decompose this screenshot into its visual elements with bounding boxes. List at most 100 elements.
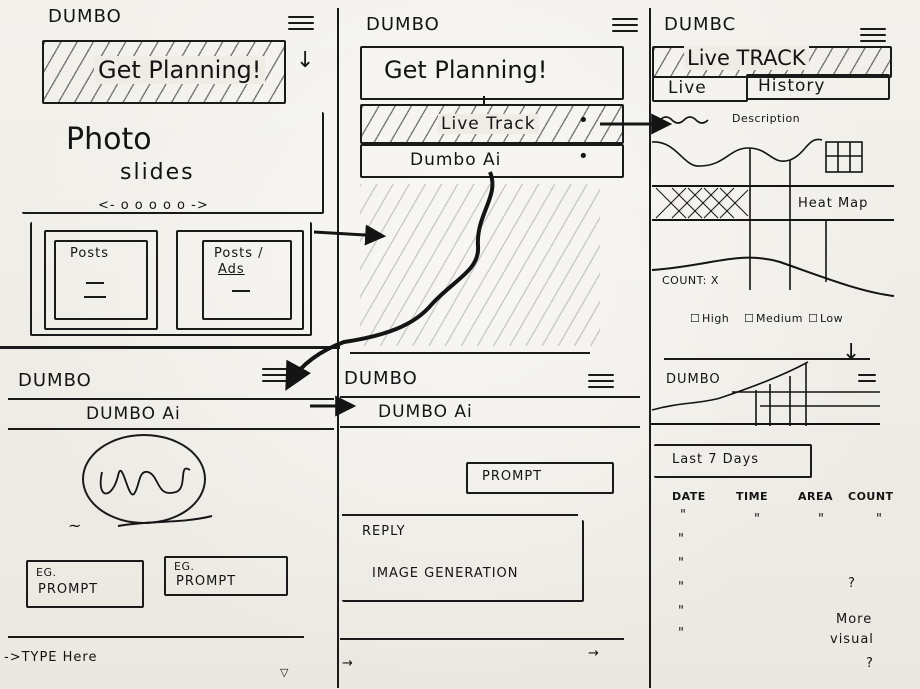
posts-card-label: Posts [70, 246, 109, 261]
posts-card-line [84, 296, 106, 298]
posts-ads-card-inner: Posts / Ads [202, 240, 292, 320]
posts-ads-card[interactable]: Posts / Ads [176, 230, 304, 330]
legend-low-label: Low [820, 312, 844, 325]
dumbo-ai-dot-icon: • [578, 146, 589, 167]
photo-slides-carousel[interactable]: Photo slides <- o o o o o -> [22, 112, 324, 214]
heat-map-sketch [651, 138, 895, 297]
ditto-mark: " [680, 508, 687, 523]
ditto-mark: " [876, 512, 883, 527]
history-chart-sketch [650, 361, 880, 426]
heat-map-hatching [655, 187, 749, 219]
arrow-down-icon: ↓ [296, 48, 315, 73]
prompt-bubble-label: PROMPT [482, 469, 543, 484]
type-here-input[interactable]: ->TYPE Here [4, 650, 98, 665]
send-arrow-icon[interactable]: → [588, 646, 600, 661]
question-mark: ? [848, 576, 856, 591]
reply-label: REPLY [362, 524, 406, 539]
ditto-mark: " [678, 580, 685, 595]
more-visual-note-line2: visual [830, 632, 874, 647]
brand-logo: DUMBC [664, 14, 737, 35]
hamburger-menu-icon[interactable] [860, 24, 886, 46]
brand-logo: DUMBO [366, 14, 440, 35]
photo-slides-title: Photo [66, 122, 152, 157]
get-planning-label: Get Planning! [94, 56, 266, 84]
avatar-underline [117, 515, 213, 527]
column-header-date: DATE [672, 490, 706, 503]
ditto-mark: " [678, 626, 685, 641]
menu-overlay-area [360, 184, 600, 346]
posts-card-line [86, 282, 104, 284]
live-track-header: Live TRACK [652, 46, 892, 78]
column-header-count: COUNT [848, 490, 894, 503]
date-range-selector[interactable]: Last 7 Days [654, 444, 812, 478]
description-label: Description [732, 112, 801, 125]
input-divider [340, 638, 624, 640]
live-track-label: Live Track [438, 114, 539, 134]
dumbo-ai-header: DUMBO Ai [86, 404, 181, 424]
legend-medium-label: Medium [756, 312, 803, 325]
carousel-dots[interactable]: <- o o o o o -> [98, 198, 209, 213]
legend-high-label: High [702, 312, 730, 325]
divider-row-1-left [0, 346, 340, 349]
divider-row-1-mid [350, 352, 590, 354]
posts-card[interactable]: Posts [44, 230, 158, 330]
hamburger-menu-icon[interactable] [288, 12, 314, 34]
tab-history[interactable]: History [746, 74, 890, 100]
get-planning-button[interactable]: Get Planning! [360, 46, 624, 100]
image-generation-label: IMAGE GENERATION [372, 566, 519, 581]
prompt-bubble: PROMPT [466, 462, 614, 494]
chart-baseline [664, 358, 870, 360]
posts-card-inner: Posts [54, 240, 148, 320]
brand-logo: DUMBO [344, 368, 418, 389]
ditto-mark: " [754, 512, 761, 527]
hamburger-menu-icon[interactable] [858, 370, 876, 386]
posts-ads-card-label: Posts / [214, 246, 264, 261]
live-track-dot-icon: • [578, 110, 589, 131]
get-planning-button[interactable]: Get Planning! [42, 40, 286, 104]
live-track-menu-item[interactable]: Live Track • [360, 104, 624, 144]
hamburger-menu-icon[interactable] [612, 14, 638, 36]
question-mark: ? [866, 656, 874, 671]
legend-low-checkbox[interactable]: ☐ [808, 312, 819, 325]
send-icon[interactable]: ▽ [280, 666, 289, 679]
input-divider [8, 636, 304, 638]
ai-avatar-scribble [99, 467, 191, 496]
example-prompt-1-label: PROMPT [38, 582, 99, 597]
date-range-label: Last 7 Days [672, 452, 760, 467]
hamburger-menu-icon[interactable] [262, 364, 288, 386]
dumbo-ai-label: Dumbo Ai [410, 150, 502, 170]
legend-medium-checkbox[interactable]: ☐ [744, 312, 755, 325]
brand-logo: DUMBO [666, 372, 721, 387]
input-arrow-icon[interactable]: → [342, 656, 354, 671]
feed-cards-container: Posts Posts / Ads [30, 222, 312, 336]
example-prompt-2-prefix: EG. [174, 560, 195, 573]
example-prompt-card-2[interactable]: EG. PROMPT [164, 556, 288, 596]
arrow-down-icon: ↓ [842, 340, 861, 365]
live-track-title: Live TRACK [684, 46, 809, 70]
photo-slides-subtitle: slides [120, 160, 195, 185]
legend-high-checkbox[interactable]: ☐ [690, 312, 701, 325]
count-label: COUNT: X [662, 274, 719, 287]
reply-divider [342, 514, 578, 516]
dumbo-ai-header: DUMBO Ai [378, 402, 473, 422]
header-divider [340, 426, 640, 428]
header-divider [8, 428, 334, 430]
flow-arrow-dumbo-ai-to-screen [285, 171, 495, 391]
hamburger-menu-icon[interactable] [588, 370, 614, 392]
reply-bubble: REPLY IMAGE GENERATION [342, 520, 584, 602]
example-prompt-card-1[interactable]: EG. PROMPT [26, 560, 144, 608]
posts-ads-card-line [232, 290, 250, 292]
header-divider [8, 398, 334, 400]
get-planning-label: Get Planning! [384, 56, 548, 84]
brand-logo: DUMBO [18, 370, 92, 391]
tab-live-label: Live [668, 78, 707, 98]
ditto-mark: " [678, 556, 685, 571]
header-divider [340, 396, 640, 398]
description-squiggle [659, 116, 709, 124]
posts-ads-card-sublabel: Ads [218, 262, 245, 277]
divider-col-2 [649, 8, 651, 688]
heat-map-label: Heat Map [798, 196, 869, 211]
column-header-area: AREA [798, 490, 834, 503]
column-header-time: TIME [736, 490, 769, 503]
